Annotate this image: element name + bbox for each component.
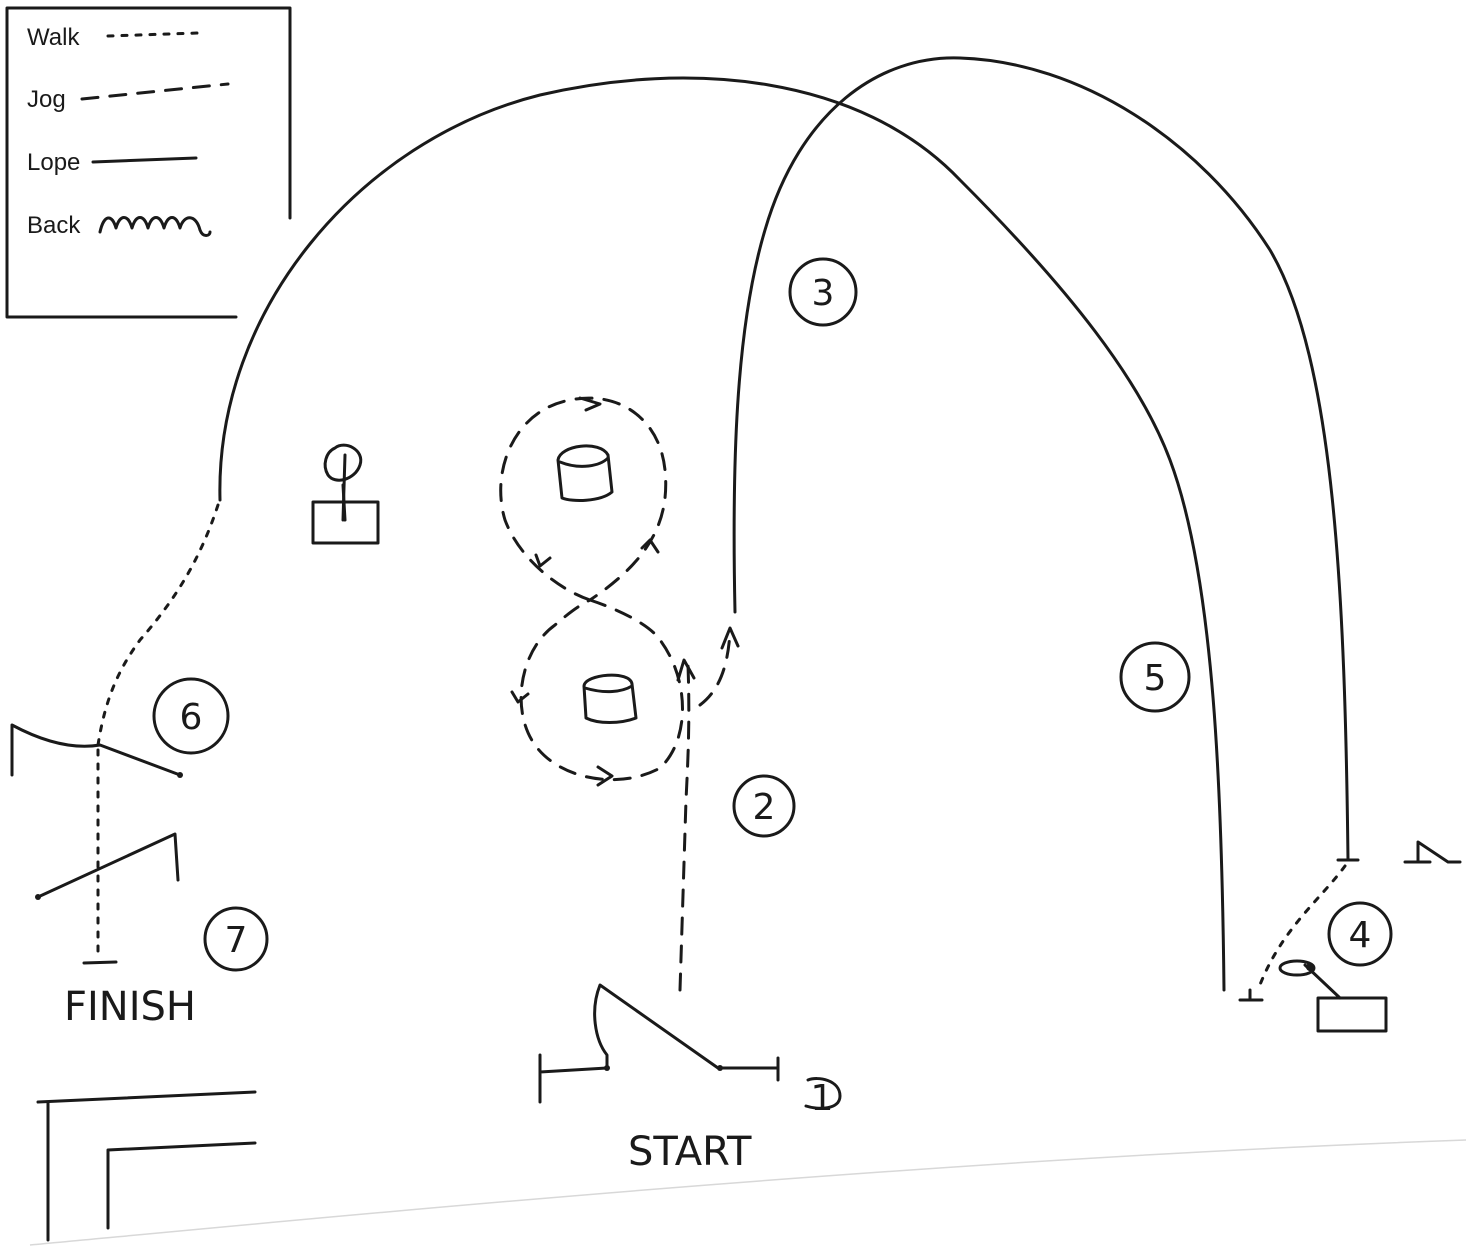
step-2-number: 2: [753, 787, 776, 828]
step-4-marker: 4: [1327, 901, 1393, 967]
start-gate: [538, 983, 780, 1104]
walk-path-segment-6: [96, 503, 220, 747]
legend-jog-label: Jog: [27, 86, 66, 113]
arrow-up-right: [720, 626, 740, 650]
barrel-pattern: [499, 396, 684, 787]
walk-path-segment-4: [1256, 864, 1347, 992]
step-3-number: 3: [812, 273, 835, 314]
legend-jog-line: [80, 82, 230, 101]
step-6-marker: 6: [152, 677, 230, 755]
legend-walk-label: Walk: [27, 24, 80, 51]
arrow-up-left: [676, 658, 696, 682]
corner-fence: [36, 1090, 257, 1242]
mailbox-obstacle: [1278, 959, 1388, 1033]
paper-edge: [29, 1139, 1466, 1246]
gate-obstacle: [10, 723, 183, 900]
step-6-number: 6: [180, 697, 203, 738]
lope-path-outer-arc: [218, 76, 1226, 992]
barrel-upper-icon: [556, 444, 614, 502]
start-label: START: [628, 1129, 752, 1175]
step-3-marker: 3: [788, 257, 858, 327]
lope-path-inner-arc: [732, 56, 1350, 862]
step-1-marker: 1: [804, 1077, 842, 1119]
finish-label: FINISH: [64, 984, 196, 1030]
finish-tick: [82, 960, 118, 965]
cone-marker-icon: [1403, 840, 1462, 864]
legend-back-line: [98, 216, 212, 237]
legend-lope-label: Lope: [27, 149, 80, 176]
legend-lope-line: [91, 156, 198, 164]
post-obstacle: [311, 443, 380, 545]
step-7-number: 7: [225, 920, 248, 961]
step-5-number: 5: [1144, 658, 1167, 699]
step-2-marker: 2: [732, 774, 796, 838]
step-4-number: 4: [1349, 915, 1372, 956]
step-7-marker: 7: [203, 906, 269, 972]
step-5-marker: 5: [1119, 641, 1191, 713]
legend-back-label: Back: [27, 212, 81, 239]
barrel-lower-icon: [582, 673, 638, 724]
step-1-number: 1: [811, 1078, 834, 1119]
jog-path-segment-2: [678, 663, 691, 992]
marker-tick-4: [1238, 988, 1264, 1002]
legend-walk-line: [106, 31, 200, 38]
legend: Walk Jog Lope Back: [5, 6, 292, 319]
jog-path-to-lope: [698, 630, 732, 707]
